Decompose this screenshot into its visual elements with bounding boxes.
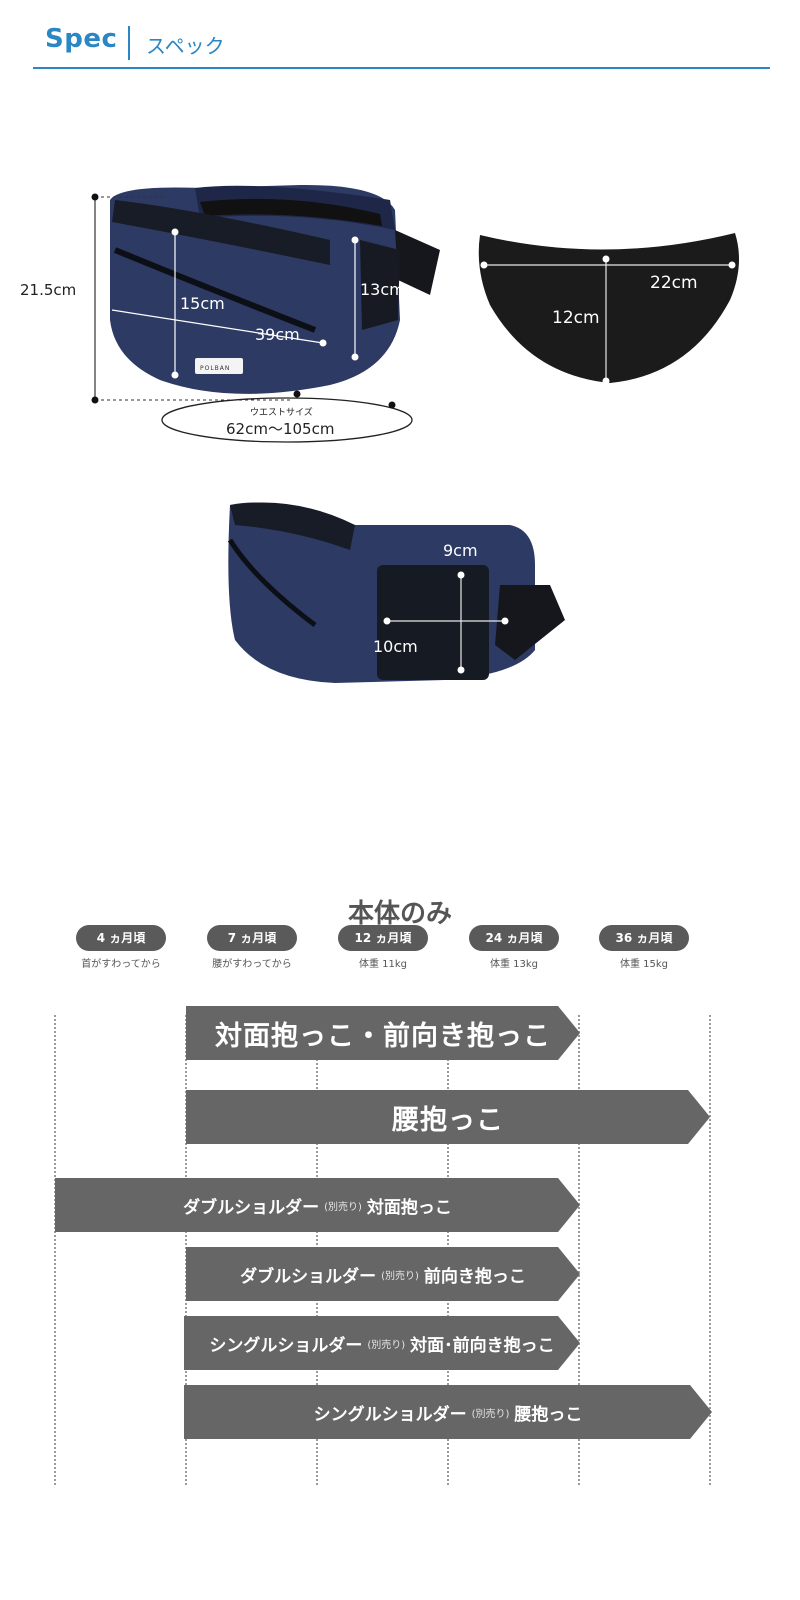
usage-bar-label: 腰抱っこ bbox=[514, 1404, 583, 1425]
usage-bar-label: ダブルショルダー bbox=[183, 1197, 320, 1218]
age-guide-line bbox=[54, 1015, 56, 1485]
usage-bar-label: ダブルショルダー bbox=[240, 1266, 377, 1287]
side-pocket-width: 9cm bbox=[443, 541, 478, 560]
usage-bar-label: 対面抱っこ・前向き抱っこ bbox=[215, 1020, 551, 1052]
usage-bar-double-front: ダブルショルダー (別売り) 前向き抱っこ bbox=[186, 1247, 580, 1301]
pocket-height-dimension: 15cm bbox=[180, 294, 225, 313]
age-badge-36m: 36 ヵ月頃 bbox=[599, 925, 689, 951]
age-badge-12m: 12 ヵ月頃 bbox=[338, 925, 428, 951]
age-guide-line bbox=[578, 1015, 580, 1485]
waist-size-value: 62cm〜105cm bbox=[226, 420, 335, 438]
usage-bar-single-hip: シングルショルダー (別売り) 腰抱っこ bbox=[184, 1385, 712, 1439]
waist-size-label: ウエストサイズ bbox=[250, 408, 313, 418]
seat-pad-height: 12cm bbox=[552, 308, 600, 328]
side-pocket-height: 10cm bbox=[373, 637, 418, 656]
age-sub-24m: 体重 13kg bbox=[489, 959, 539, 970]
age-sub-12m: 体重 11kg bbox=[358, 959, 408, 970]
age-badge-4m: 4 ヵ月頃 bbox=[76, 925, 166, 951]
height-dimension: 21.5cm bbox=[20, 281, 77, 299]
spec-title-jp: スペック bbox=[146, 34, 225, 58]
usage-bar-label: シングルショルダー bbox=[313, 1404, 467, 1425]
spec-title: Spec bbox=[45, 24, 118, 54]
usage-bar-label: 前向き抱っこ bbox=[423, 1266, 526, 1287]
usage-bar-note: (別売り) bbox=[381, 1270, 419, 1282]
hip-seat-front-illustration bbox=[91, 184, 440, 443]
side-height-dimension: 13cm bbox=[360, 280, 405, 299]
age-sub-4m: 首がすわってから bbox=[81, 959, 161, 970]
side-pocket-illustration bbox=[227, 502, 565, 683]
brand-label: POLBAN bbox=[200, 365, 231, 372]
seat-pad-width: 22cm bbox=[650, 273, 698, 293]
title-separator bbox=[128, 26, 130, 60]
age-badge-24m: 24 ヵ月頃 bbox=[469, 925, 559, 951]
seat-pad-illustration bbox=[478, 233, 739, 385]
usage-bar-label: 腰抱っこ bbox=[392, 1104, 504, 1136]
header-underline bbox=[33, 67, 770, 69]
usage-bar-label: シングルショルダー bbox=[209, 1335, 363, 1356]
usage-bar-single-face-front: シングルショルダー (別売り) 対面･前向き抱っこ bbox=[184, 1316, 580, 1370]
usage-bar-label: 対面抱っこ bbox=[366, 1197, 452, 1218]
age-guide-line bbox=[709, 1015, 711, 1485]
usage-bar-face-front: 対面抱っこ・前向き抱っこ bbox=[186, 1006, 580, 1060]
age-badge-7m: 7 ヵ月頃 bbox=[207, 925, 297, 951]
age-sub-36m: 体重 15kg bbox=[619, 959, 669, 970]
pocket-width-dimension: 39cm bbox=[255, 325, 300, 344]
usage-bar-note: (別売り) bbox=[367, 1339, 406, 1351]
usage-section-title: 本体のみ bbox=[347, 899, 452, 929]
usage-bar-double-face: ダブルショルダー (別売り) 対面抱っこ bbox=[55, 1178, 580, 1232]
usage-bar-note: (別売り) bbox=[471, 1408, 510, 1420]
usage-bar-note: (別売り) bbox=[324, 1201, 362, 1213]
usage-bar-hip: 腰抱っこ bbox=[186, 1090, 710, 1144]
usage-bar-label: 対面･前向き抱っこ bbox=[410, 1335, 555, 1356]
age-sub-7m: 腰がすわってから bbox=[212, 959, 292, 970]
